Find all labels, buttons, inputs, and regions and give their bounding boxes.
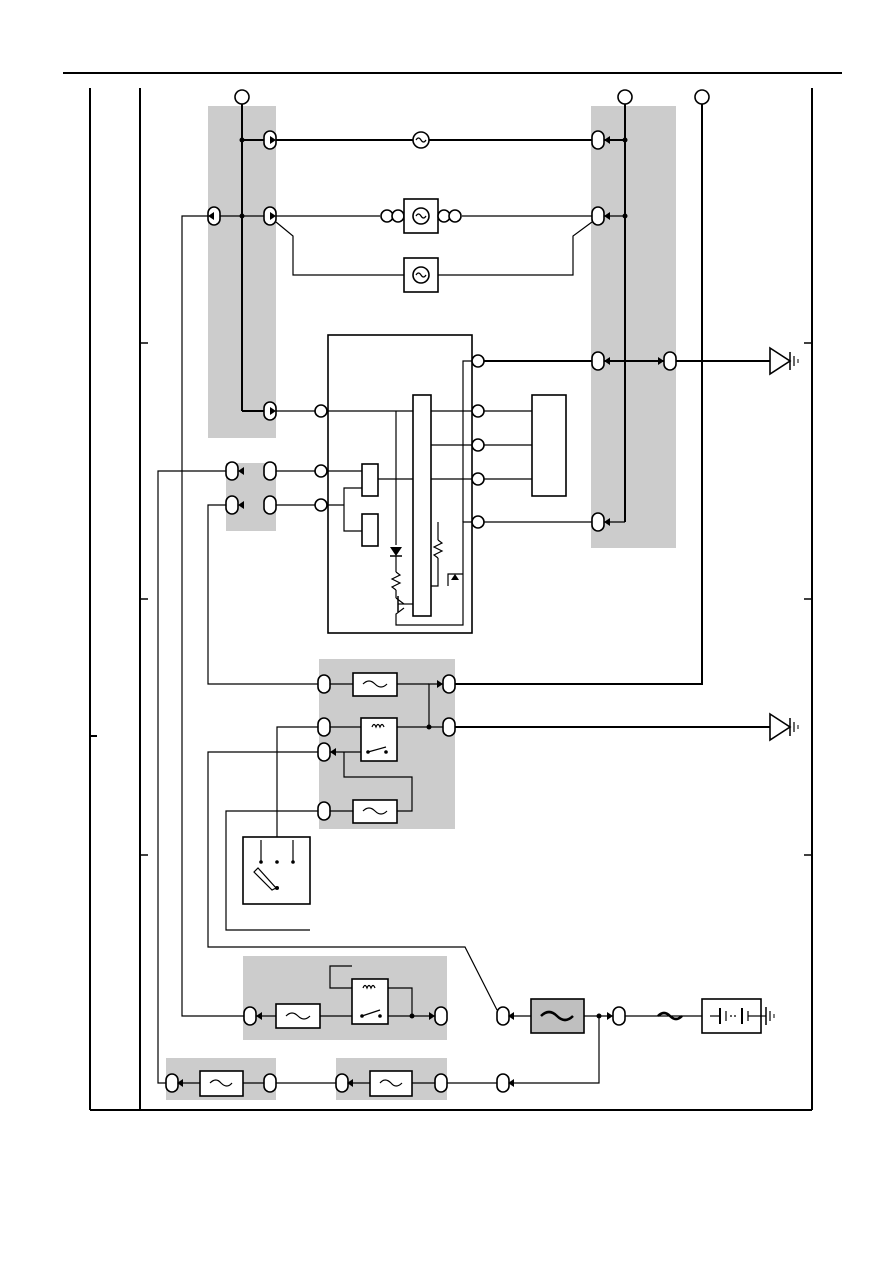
battery-icon <box>701 998 775 1034</box>
fuse-icon <box>199 1070 244 1097</box>
fuse-icon <box>352 672 398 697</box>
control-module <box>314 334 485 634</box>
top-terminals <box>234 89 710 105</box>
page-frame <box>63 72 842 1111</box>
fuse-icon <box>352 799 398 824</box>
fusible-link-icon <box>530 998 585 1034</box>
wires <box>157 104 770 1084</box>
lamp-icon <box>403 257 439 293</box>
relay-contact-icon <box>351 978 389 1025</box>
lamp-icon <box>412 131 430 149</box>
connectors <box>165 130 677 1093</box>
fuse-icon <box>275 1003 321 1029</box>
ground-icon <box>769 346 799 376</box>
switch-icon <box>242 836 311 905</box>
connector-arrows <box>177 136 664 1087</box>
ground-icon <box>769 712 799 742</box>
junction-dots <box>239 137 628 1019</box>
fusible-link-icon <box>657 1011 683 1021</box>
output-device <box>484 394 567 497</box>
relay-coil-icon <box>360 717 398 762</box>
fuse-icon <box>369 1070 413 1097</box>
lamp-icon <box>380 198 462 234</box>
